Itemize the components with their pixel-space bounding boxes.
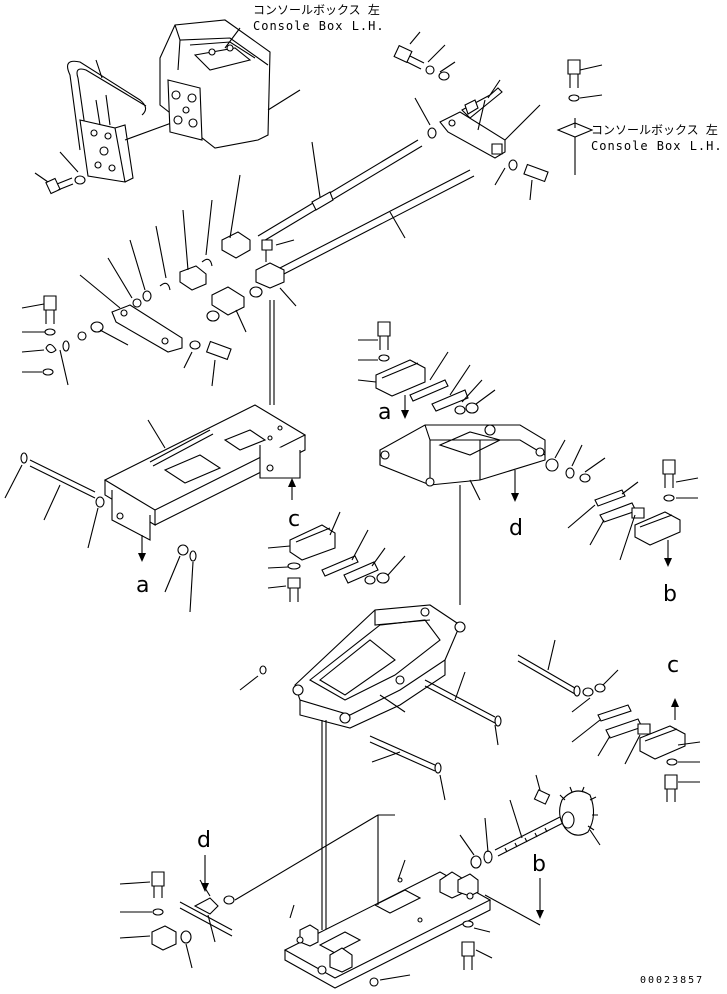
lower-arm-frame [240, 605, 465, 930]
slot-row [150, 430, 213, 466]
hardware-base-right [462, 921, 492, 970]
handle-assembly [68, 60, 185, 182]
spacer-stack-lower-right [572, 670, 700, 802]
adjust-knob [460, 775, 600, 868]
reference-letter-a-upper: a [378, 400, 392, 425]
bolt-washer-left-top [35, 152, 85, 194]
spacer-stack-c [268, 512, 405, 602]
lower-shafts [370, 640, 580, 800]
reference-letter-d-lower: d [197, 828, 211, 853]
reference-letter-a-lower: a [136, 573, 150, 598]
reference-letter-b-upper: b [663, 582, 677, 607]
hardware-upper-right-mid [358, 322, 495, 419]
hardware-base-left [120, 855, 234, 968]
hardware-top-right [394, 32, 602, 200]
base-plate [235, 815, 544, 988]
reference-letter-c-lower: c [667, 653, 680, 678]
lever-bar [78, 275, 231, 386]
hardware-right-mid [546, 440, 698, 567]
console-box [160, 20, 300, 148]
console-box-label-en-top: Console Box L.H. [253, 19, 385, 33]
small-parts-upper-middle [108, 175, 296, 332]
upper-arm-frame [380, 425, 545, 605]
hardware-left [22, 296, 69, 385]
console-box-label-ja-right: コンソールボックス 左 [591, 123, 718, 137]
console-box-label-en-right: Console Box L.H. [591, 139, 723, 153]
reference-letter-d-upper: d [509, 516, 523, 541]
drawing-number: 00023857 [640, 975, 705, 986]
upper-base-plate [105, 300, 305, 562]
shaft-left [5, 453, 196, 612]
reference-letter-c-upper: c [288, 507, 301, 532]
console-box-label-ja-top: コンソールボックス 左 [253, 3, 380, 17]
reference-letter-b-lower: b [532, 852, 546, 877]
control-rods [258, 140, 474, 276]
